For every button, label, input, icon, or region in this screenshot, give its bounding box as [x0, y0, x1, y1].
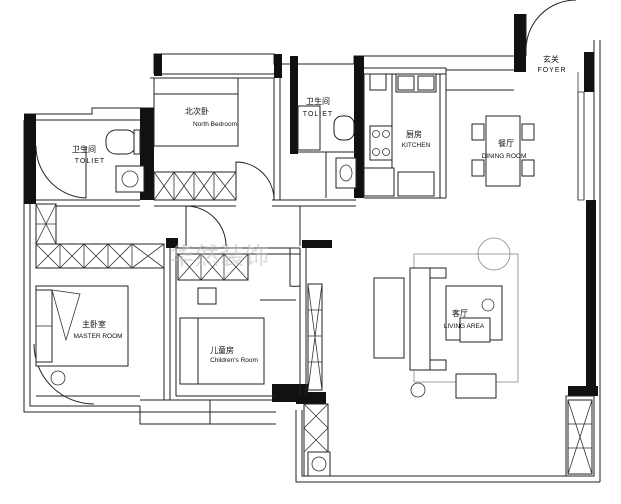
kitchen-label-cn: 厨房: [406, 129, 422, 139]
living-furniture: [50, 237, 519, 399]
dining-set: [471, 115, 535, 187]
north-bedroom-label-cn: 北次卧: [185, 106, 209, 116]
room-labels: 北次卧 North Bedroom 卫生间 TOLIET 卫生间 TOLIET …: [72, 54, 566, 364]
toilet-left-label-en: TOLIET: [75, 158, 105, 165]
bath-fixtures: [105, 105, 357, 193]
dining-label-en: DINING ROOM: [482, 153, 527, 160]
bottom-details: [140, 400, 331, 477]
kitchen-fixtures: [363, 73, 437, 197]
foyer-label-en: FOYER: [537, 67, 566, 74]
doors: [33, 0, 577, 405]
toilet-left-label-cn: 卫生间: [72, 144, 96, 154]
children-label-cn: 儿童房: [210, 345, 234, 355]
north-bedroom-label-en: North Bedroom: [193, 121, 237, 128]
kitchen-label-en: KITCHEN: [402, 142, 431, 149]
foyer-label-cn: 玄关: [543, 54, 559, 64]
watermark: 华然装饰: [170, 242, 270, 270]
wardrobes: [35, 91, 593, 475]
master-label-cn: 主卧室: [82, 319, 106, 329]
children-label-en: Children's Room: [210, 357, 258, 364]
toilet-mid-label-cn: 卫生间: [306, 96, 330, 106]
toilet-mid-label-en: TOLIET: [303, 111, 333, 118]
living-label-cn: 客厅: [452, 308, 468, 318]
structural-walls: [24, 14, 598, 404]
master-label-en: MASTER ROOM: [73, 333, 122, 340]
beds: [35, 77, 265, 385]
dining-label-cn: 餐厅: [498, 139, 514, 148]
living-label-en: LIVING AREA: [444, 323, 485, 330]
